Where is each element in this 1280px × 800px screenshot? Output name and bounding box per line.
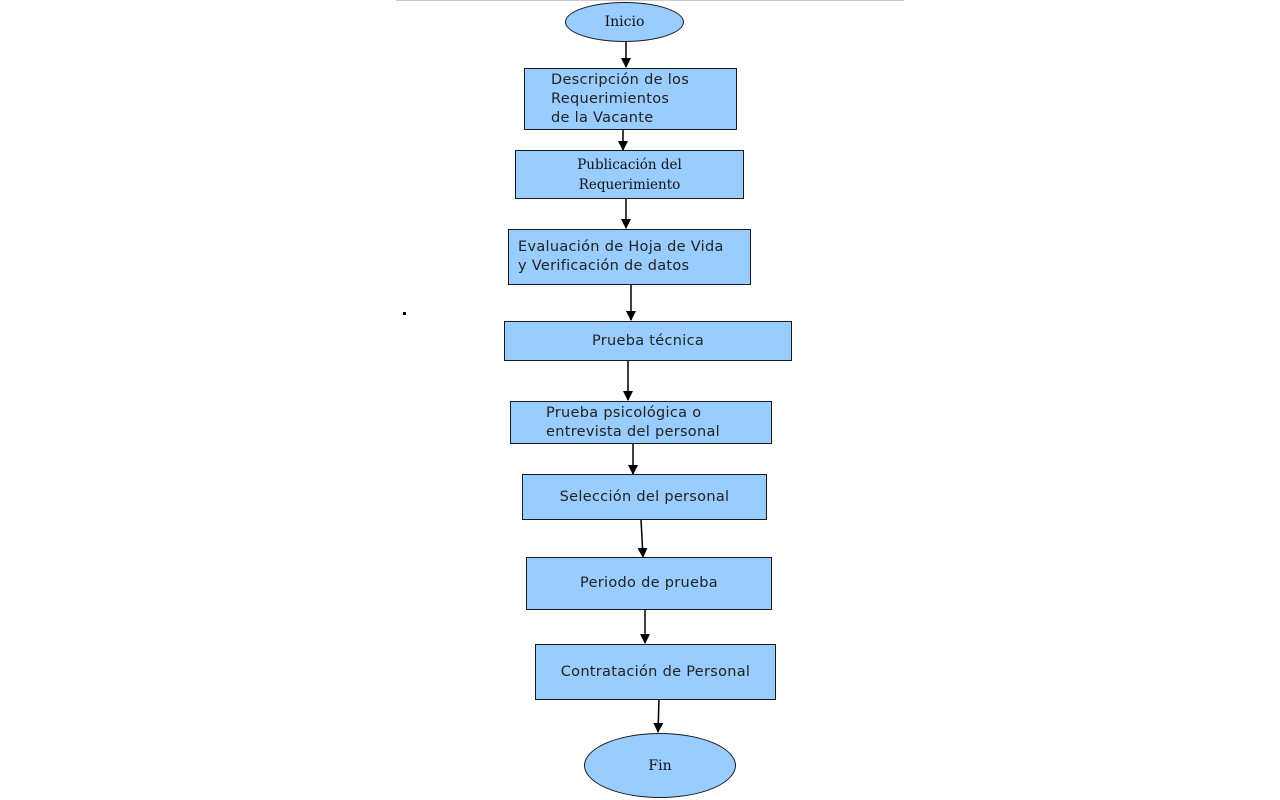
step-label: Selección del personal — [559, 488, 730, 505]
step-label: Contratación de Personal — [560, 663, 751, 680]
arrow-seleccion-to-periodo — [637, 518, 648, 558]
step-evaluacion-hoja-de-vida: Evaluación de Hoja de Vida y Verificació… — [508, 229, 751, 285]
step-periodo-prueba: Periodo de prueba — [526, 557, 772, 610]
stray-dot — [403, 312, 406, 315]
step-label: Publicación del Requerimiento — [577, 156, 682, 193]
step-label: Periodo de prueba — [580, 575, 718, 591]
step-publicacion-requerimiento: Publicación del Requerimiento — [515, 150, 744, 199]
step-descripcion-requerimientos: Descripción de los Requerimientos de la … — [524, 68, 737, 130]
start-label: Inicio — [604, 14, 645, 30]
step-seleccion-personal: Selección del personal — [522, 474, 767, 520]
step-label: Evaluación de Hoja de Vida y Verificació… — [518, 239, 724, 274]
step-label: Prueba psicológica o entrevista del pers… — [546, 404, 720, 440]
start-terminal: Inicio — [565, 2, 684, 42]
step-prueba-tecnica: Prueba técnica — [504, 321, 792, 361]
arrow-contratacion-to-fin — [653, 698, 664, 733]
step-label: Descripción de los Requerimientos de la … — [551, 71, 690, 126]
step-prueba-psicologica: Prueba psicológica o entrevista del pers… — [510, 401, 772, 444]
end-label: Fin — [648, 757, 672, 774]
top-border-line — [396, 0, 904, 1]
end-terminal: Fin — [584, 733, 736, 798]
step-contratacion-personal: Contratación de Personal — [535, 644, 776, 700]
step-label: Prueba técnica — [591, 332, 705, 349]
